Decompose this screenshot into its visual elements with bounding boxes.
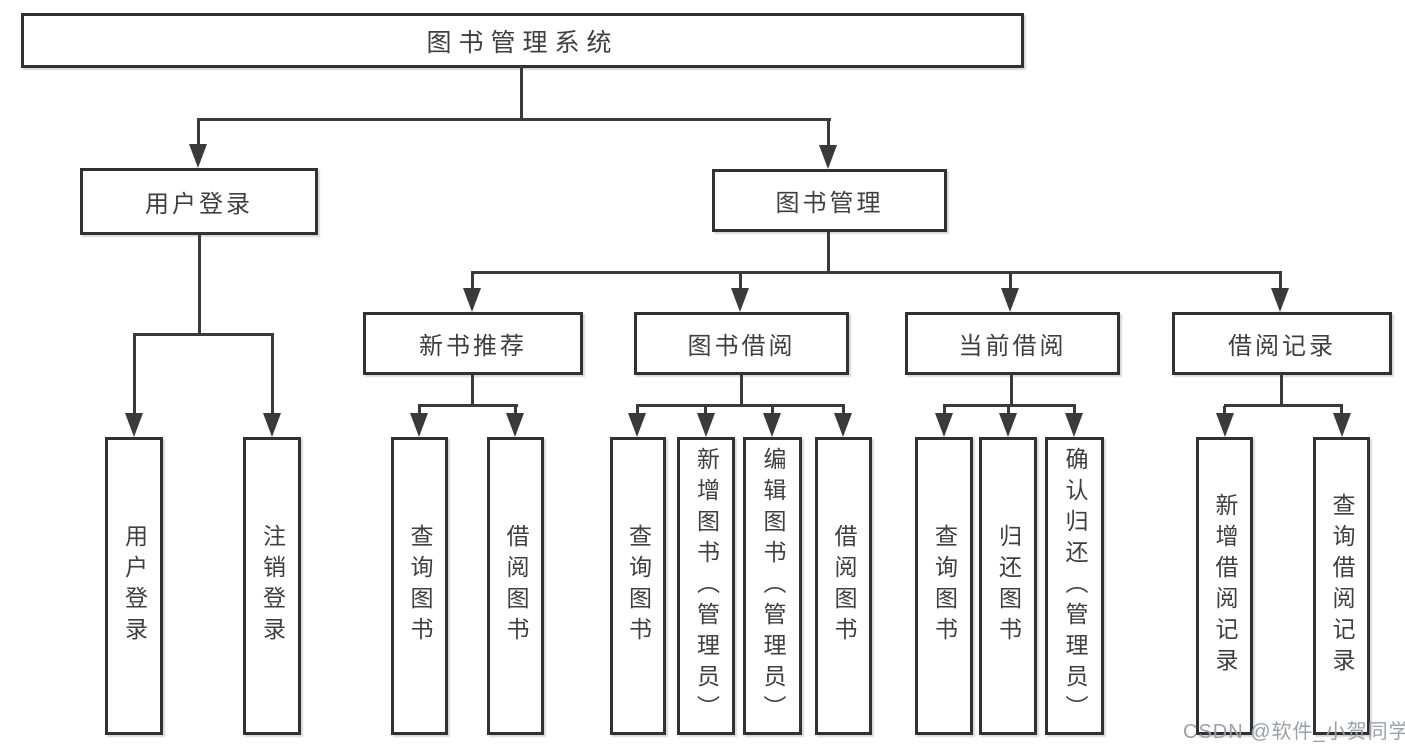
arrow-down-icon (763, 413, 781, 437)
connector-vline (133, 335, 136, 415)
connector-vline (1223, 406, 1226, 415)
connector-vline (471, 375, 474, 407)
arrow-down-icon (263, 413, 281, 437)
node-new-book-recommendation: 新书推荐 (363, 312, 583, 375)
arrow-down-icon (999, 413, 1017, 437)
connector-vline (1279, 273, 1282, 290)
leaf-user-login: 用户登录 (105, 437, 163, 735)
leaf-query-books-current: 查询图书 (915, 437, 973, 735)
connector-vline (827, 232, 830, 274)
leaf-borrow-books-borrowing: 借阅图书 (815, 437, 872, 735)
leaf-confirm-return-admin: 确认归还（管理员） (1045, 437, 1104, 735)
node-book-borrowing: 图书借阅 (634, 312, 849, 375)
node-user-login: 用户登录 (80, 168, 318, 235)
csdn-watermark: CSDN @软件_小贺同学 (1183, 721, 1405, 743)
arrow-down-icon (834, 413, 852, 437)
arrow-down-icon (189, 144, 207, 168)
connector-vline (943, 406, 946, 415)
leaf-query-books-recommend: 查询图书 (391, 437, 448, 735)
connector-vline (514, 406, 517, 415)
connector-hline (133, 333, 274, 336)
connector-hline (418, 404, 518, 407)
connector-vline (198, 235, 201, 336)
connector-vline (1280, 375, 1283, 407)
node-current-borrowing: 当前借阅 (905, 312, 1120, 375)
connector-vline (1073, 406, 1076, 415)
arrow-down-icon (1001, 288, 1019, 312)
arrow-down-icon (731, 288, 749, 312)
connector-vline (520, 66, 523, 121)
arrow-down-icon (697, 413, 715, 437)
leaf-logout: 注销登录 (243, 437, 301, 735)
leaf-add-book-admin: 新增图书（管理员） (677, 437, 735, 735)
connector-vline (1007, 406, 1010, 415)
connector-hline (943, 404, 1076, 407)
connector-vline (740, 375, 743, 407)
connector-hline (197, 118, 831, 121)
arrow-down-icon (1333, 413, 1351, 437)
arrow-down-icon (628, 413, 646, 437)
node-borrowing-records: 借阅记录 (1172, 312, 1392, 375)
connector-vline (471, 273, 474, 290)
connector-hline (471, 271, 1282, 274)
connector-vline (1010, 375, 1013, 407)
node-book-management: 图书管理 (712, 169, 947, 232)
connector-vline (842, 406, 845, 415)
arrow-down-icon (506, 413, 524, 437)
arrow-down-icon (1065, 413, 1083, 437)
connector-vline (636, 406, 639, 415)
arrow-down-icon (935, 413, 953, 437)
node-library-system: 图书管理系统 (21, 13, 1024, 68)
leaf-edit-book-admin: 编辑图书（管理员） (743, 437, 802, 735)
connector-vline (771, 406, 774, 415)
arrow-down-icon (1216, 413, 1234, 437)
connector-hline (636, 404, 845, 407)
arrow-down-icon (410, 413, 428, 437)
connector-vline (827, 120, 830, 146)
leaf-return-books: 归还图书 (979, 437, 1037, 735)
leaf-query-books-borrowing: 查询图书 (610, 437, 666, 735)
arrow-down-icon (819, 145, 837, 169)
connector-vline (197, 120, 200, 146)
leaf-add-borrow-record: 新增借阅记录 (1196, 437, 1253, 735)
connector-vline (418, 406, 421, 415)
leaf-query-borrow-record: 查询借阅记录 (1313, 437, 1370, 735)
connector-hline (1224, 404, 1343, 407)
connector-vline (271, 335, 274, 415)
arrow-down-icon (125, 413, 143, 437)
connector-vline (1340, 406, 1343, 415)
connector-vline (704, 406, 707, 415)
arrow-down-icon (463, 288, 481, 312)
connector-vline (739, 273, 742, 290)
leaf-borrow-books-recommend: 借阅图书 (487, 437, 544, 735)
connector-vline (1009, 273, 1012, 290)
arrow-down-icon (1271, 288, 1289, 312)
